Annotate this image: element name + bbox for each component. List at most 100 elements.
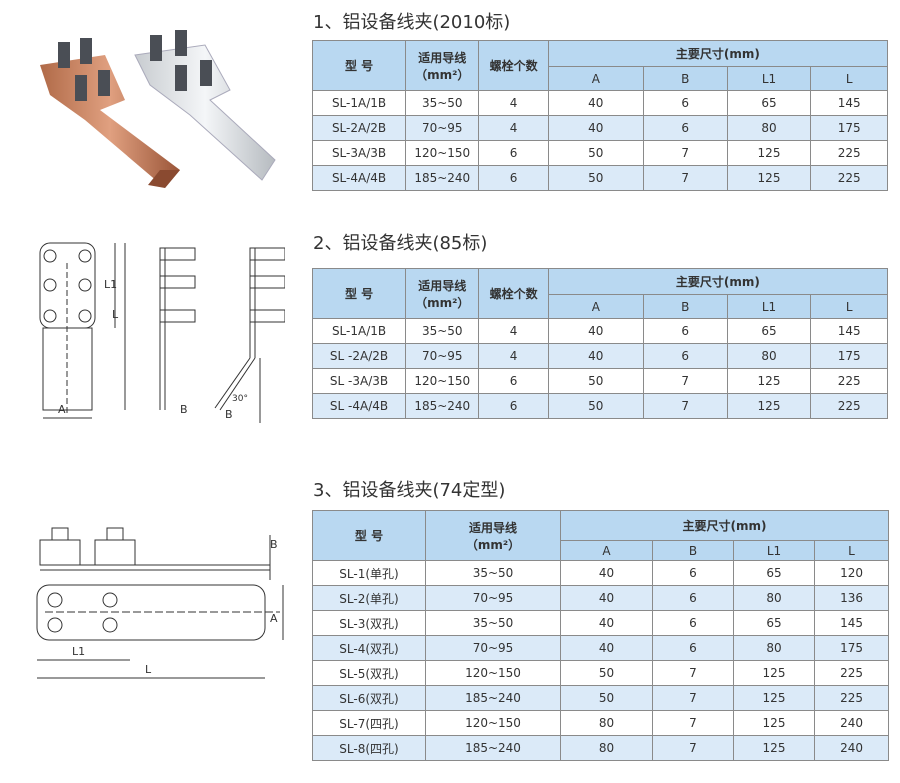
table-cell: 50 xyxy=(560,660,653,686)
table-cell: 50 xyxy=(547,368,644,394)
header-wire: 适用导线（mm²） xyxy=(405,268,480,319)
table-cell: 40 xyxy=(547,90,644,116)
header-dim-b: B xyxy=(652,540,734,561)
table-cell: 40 xyxy=(560,610,653,636)
dim-label-a: A xyxy=(58,403,66,416)
dim-label-b-74: B xyxy=(270,538,278,551)
table-cell: 40 xyxy=(560,635,653,661)
table-cell: 125 xyxy=(726,393,812,419)
table-cell: 50 xyxy=(547,393,644,419)
table-cell: 145 xyxy=(810,90,888,116)
dim-label-b: B xyxy=(180,403,188,416)
table-cell: 6 xyxy=(642,115,728,141)
table-cell: SL-4(双孔) xyxy=(312,635,426,661)
header-row: 型 号适用导线（mm²）主要尺寸(mm) xyxy=(312,510,890,561)
table-cell: 225 xyxy=(810,368,888,394)
table-cell: 40 xyxy=(547,318,644,344)
aluminum-clamp-image xyxy=(134,30,276,181)
table-cell: 7 xyxy=(642,165,728,191)
table-cell: SL-1A/1B xyxy=(311,90,407,116)
header-wire-label: 适用导线 xyxy=(468,520,517,535)
product-photo xyxy=(40,30,276,188)
table-cell: SL-3(双孔) xyxy=(312,610,426,636)
table-cell: 120~150 xyxy=(405,140,480,166)
table-cell: 225 xyxy=(810,140,888,166)
table-cell: 7 xyxy=(652,710,734,736)
table-cell: 4 xyxy=(478,343,549,369)
table-cell: 125 xyxy=(733,685,815,711)
header-wire-unit: （mm²） xyxy=(415,67,470,82)
header-model: 型 号 xyxy=(312,510,426,561)
table-cell: 6 xyxy=(642,90,728,116)
table-cell: SL-7(四孔) xyxy=(312,710,426,736)
table-cell: SL -2A/2B xyxy=(311,343,407,369)
table-cell: 7 xyxy=(642,140,728,166)
table-cell: 50 xyxy=(560,685,653,711)
header-dim-a: A xyxy=(547,66,644,91)
section-1-title: 1、铝设备线夹(2010标) xyxy=(313,12,511,33)
table-cell: 175 xyxy=(810,115,888,141)
copper-clamp-image xyxy=(40,38,180,188)
table-cell: 80 xyxy=(726,115,812,141)
table-cell: 6 xyxy=(652,585,734,611)
table-cell: 70~95 xyxy=(405,343,480,369)
table-cell: 175 xyxy=(813,635,890,661)
table-cell: 40 xyxy=(547,343,644,369)
table-cell: SL-8(四孔) xyxy=(312,735,426,761)
dim-label-l: L xyxy=(112,308,119,321)
header-dim-a: A xyxy=(560,540,653,561)
table-cell: 125 xyxy=(726,140,812,166)
table-cell: 145 xyxy=(813,610,890,636)
table-cell: 4 xyxy=(478,90,549,116)
dim-label-a-74: A xyxy=(270,612,278,625)
table-cell: 125 xyxy=(733,735,815,761)
table-cell: 225 xyxy=(810,393,888,419)
table-cell: 6 xyxy=(478,368,549,394)
table-cell: 125 xyxy=(733,660,815,686)
table-cell: 6 xyxy=(652,560,734,586)
table-cell: 80 xyxy=(733,635,815,661)
header-dim-b: B xyxy=(642,294,728,319)
header-dim-b: B xyxy=(642,66,728,91)
table-cell: SL-1A/1B xyxy=(311,318,407,344)
header-dim-l: L xyxy=(810,294,888,319)
table-cell: 7 xyxy=(652,685,734,711)
table-cell: SL-6(双孔) xyxy=(312,685,426,711)
header-row: 型 号适用导线（mm²）螺栓个数主要尺寸(mm) xyxy=(311,268,889,319)
header-wire-label: 适用导线 xyxy=(418,50,467,65)
header-dimensions: 主要尺寸(mm) xyxy=(547,268,889,295)
header-dimensions: 主要尺寸(mm) xyxy=(547,40,889,67)
header-dim-a: A xyxy=(547,294,644,319)
table-cell: 65 xyxy=(733,610,815,636)
table-cell: 6 xyxy=(652,635,734,661)
table-cell: 225 xyxy=(810,165,888,191)
table-cell: 80 xyxy=(560,735,653,761)
table-cell: 35~50 xyxy=(425,560,561,586)
table-cell: 65 xyxy=(726,318,812,344)
header-row: 型 号适用导线（mm²）螺栓个数主要尺寸(mm) xyxy=(311,40,889,91)
header-dimensions: 主要尺寸(mm) xyxy=(559,510,890,541)
clamp-technical-drawing-74 xyxy=(36,527,284,679)
header-wire: 适用导线（mm²） xyxy=(425,510,561,561)
table-cell: 50 xyxy=(547,140,644,166)
dim-label-l1: L1 xyxy=(104,278,118,291)
dim-label-l-74: L xyxy=(145,663,152,676)
table-cell: 65 xyxy=(733,560,815,586)
table-cell: 6 xyxy=(478,165,549,191)
header-model: 型 号 xyxy=(311,268,407,319)
clamp-technical-drawing-front-side xyxy=(39,242,285,423)
header-dim-l1: L1 xyxy=(726,294,812,319)
